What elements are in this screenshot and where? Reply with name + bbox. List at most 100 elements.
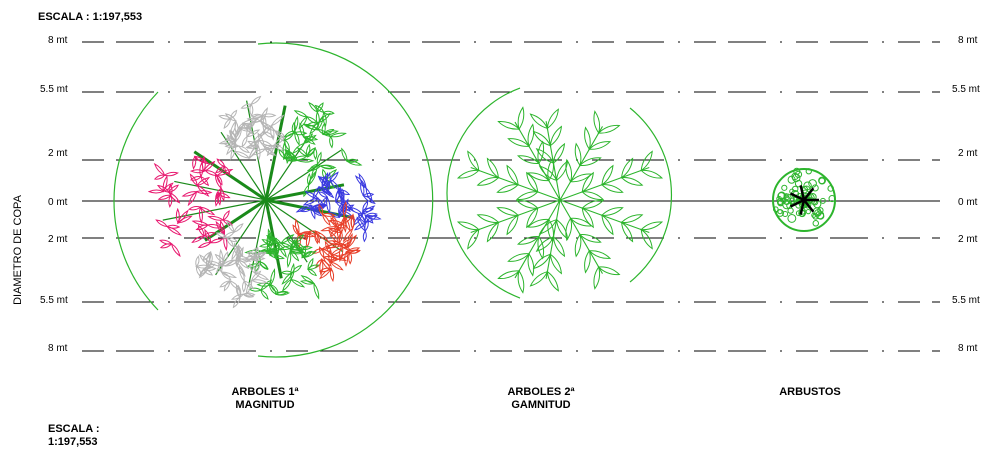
leaf bbox=[241, 119, 258, 125]
leaf bbox=[329, 253, 346, 263]
branch bbox=[264, 105, 287, 201]
leaf bbox=[216, 158, 226, 168]
leaf bbox=[517, 269, 525, 294]
shrub-leaf bbox=[828, 195, 836, 203]
leaf bbox=[515, 191, 539, 200]
leaf bbox=[307, 264, 320, 270]
leaf bbox=[346, 233, 353, 250]
leaf bbox=[527, 123, 535, 148]
leaf bbox=[252, 131, 266, 144]
leaf bbox=[526, 172, 550, 182]
leaf bbox=[226, 134, 237, 145]
shrub-stem bbox=[789, 198, 805, 208]
leaf bbox=[162, 174, 168, 193]
leaf bbox=[235, 249, 242, 264]
leaf bbox=[189, 175, 202, 181]
leaf bbox=[322, 110, 335, 115]
leaf bbox=[574, 142, 582, 167]
leaf bbox=[263, 131, 275, 139]
leaf bbox=[307, 257, 314, 271]
leaf bbox=[307, 163, 319, 173]
leaf bbox=[170, 242, 181, 257]
leaf bbox=[168, 184, 180, 193]
leaf bbox=[620, 214, 644, 224]
shrub-leaf bbox=[827, 185, 835, 192]
shrub-leaf bbox=[817, 212, 825, 220]
leaf bbox=[195, 264, 213, 269]
leaf bbox=[260, 289, 269, 300]
leaf bbox=[329, 132, 347, 138]
leaf bbox=[329, 135, 334, 149]
shrub-stem bbox=[803, 187, 815, 201]
leaf bbox=[552, 142, 566, 165]
leaf bbox=[222, 210, 230, 221]
leaf bbox=[302, 197, 320, 206]
branch bbox=[193, 150, 267, 202]
leaf bbox=[529, 270, 549, 287]
large-tree-foliage bbox=[147, 95, 382, 309]
leaf bbox=[311, 162, 318, 180]
leaf bbox=[313, 282, 320, 300]
leaf bbox=[526, 218, 550, 228]
leaf bbox=[261, 113, 277, 118]
leaf bbox=[165, 225, 182, 236]
leaf bbox=[640, 150, 653, 172]
leaf bbox=[270, 114, 285, 127]
branch bbox=[559, 126, 603, 201]
leaf bbox=[328, 249, 333, 264]
leaf bbox=[467, 150, 480, 172]
leaf bbox=[168, 191, 181, 204]
leaf bbox=[283, 156, 297, 161]
leaf bbox=[249, 263, 256, 274]
leaf bbox=[299, 122, 305, 139]
leaf bbox=[289, 239, 298, 252]
large-tree-crown-outline bbox=[113, 91, 159, 311]
leaf bbox=[526, 171, 539, 193]
leaf bbox=[348, 206, 364, 215]
leaf bbox=[242, 293, 255, 298]
leaf bbox=[294, 218, 300, 237]
leaf bbox=[204, 228, 212, 244]
caption-arboles-1: ARBOLES 1ª MAGNITUD bbox=[210, 386, 320, 412]
leaf bbox=[344, 250, 349, 267]
leaf bbox=[364, 215, 374, 224]
branch bbox=[162, 199, 267, 221]
leaf bbox=[224, 165, 231, 176]
leaf bbox=[191, 235, 206, 243]
leaf bbox=[314, 230, 320, 244]
shrub-leaf bbox=[805, 208, 811, 215]
level-label-right-8-bottom: 8 mt bbox=[958, 343, 978, 354]
level-label-left-5-5-top: 5.5 mt bbox=[40, 84, 68, 95]
leaf bbox=[476, 214, 500, 224]
medium-tree-crown-outline bbox=[446, 87, 521, 299]
branch bbox=[174, 180, 267, 201]
leaf bbox=[243, 280, 255, 290]
scale-label-bottom-line2: 1:197,553 bbox=[48, 436, 98, 448]
leaf bbox=[202, 263, 216, 271]
leaf bbox=[247, 140, 260, 147]
scale-label-bottom: ESCALA : 1:197,553 bbox=[48, 423, 100, 449]
level-label-left-5-5-bottom: 5.5 mt bbox=[40, 295, 68, 306]
leaf bbox=[251, 114, 264, 119]
leaf bbox=[321, 212, 336, 217]
leaf bbox=[517, 155, 540, 164]
leaf bbox=[192, 155, 197, 170]
leaf bbox=[581, 171, 594, 193]
leaf bbox=[214, 173, 222, 190]
leaf bbox=[497, 270, 521, 280]
leaf bbox=[257, 132, 265, 148]
leaf bbox=[286, 238, 299, 250]
leaf bbox=[303, 184, 310, 198]
shrub-leaf bbox=[818, 176, 826, 185]
leaf bbox=[220, 271, 238, 278]
leaf bbox=[215, 232, 228, 239]
branch bbox=[265, 139, 308, 201]
leaf bbox=[147, 189, 165, 194]
leaf bbox=[330, 248, 343, 256]
leaf bbox=[263, 145, 274, 156]
leaf bbox=[223, 279, 231, 292]
scale-label-top: ESCALA : 1:197,553 bbox=[38, 11, 143, 23]
leaf bbox=[294, 234, 305, 243]
branch bbox=[514, 121, 561, 201]
leaf bbox=[215, 220, 226, 237]
